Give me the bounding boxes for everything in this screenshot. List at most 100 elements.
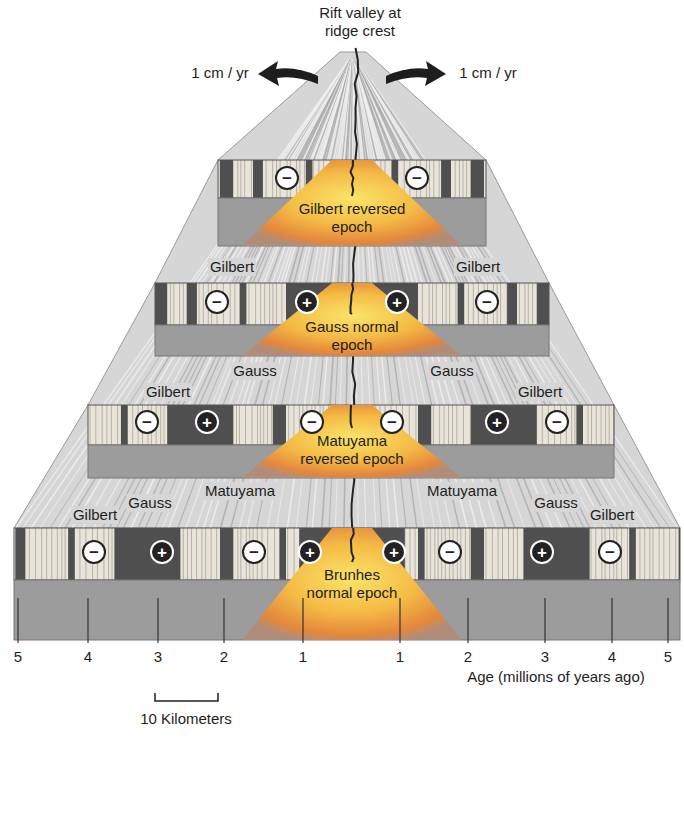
normal-polarity-band [220, 160, 233, 198]
polarity-sign: + [389, 544, 399, 561]
age-ticks [18, 598, 668, 643]
face-texture [237, 528, 238, 580]
normal-polarity-band [471, 160, 484, 198]
face-texture [410, 528, 411, 580]
face-texture [439, 405, 440, 445]
face-texture [95, 405, 96, 445]
face-texture [170, 283, 171, 325]
age-tick [544, 598, 545, 643]
face-texture [639, 528, 640, 580]
age-number: 5 [664, 648, 672, 666]
face-texture [473, 283, 474, 325]
epoch-name: Gauss [231, 362, 278, 380]
polarity-sign: + [302, 294, 312, 311]
face-texture [485, 528, 486, 580]
crust-block [218, 160, 486, 246]
face-texture [649, 528, 650, 580]
epoch-label: Matuyama reversed epoch [297, 432, 407, 468]
normal-polarity-band [114, 528, 180, 580]
face-texture [117, 405, 118, 445]
face-texture [517, 528, 518, 580]
normal-polarity-band [471, 405, 537, 445]
face-texture [502, 528, 503, 580]
face-texture [281, 283, 282, 325]
face-texture [240, 160, 241, 198]
normal-polarity-band [155, 283, 167, 325]
face-texture [574, 405, 575, 445]
polarity-sign: − [307, 414, 317, 431]
face-texture [267, 405, 268, 445]
face-texture [186, 283, 187, 325]
face-texture [524, 283, 525, 325]
face-texture [272, 283, 273, 325]
face-texture [248, 283, 249, 325]
epoch-name: Gilbert [516, 383, 564, 401]
polarity-circle: − [135, 410, 159, 434]
face-texture [65, 528, 66, 580]
face-texture [442, 283, 443, 325]
magma-glow [242, 283, 462, 356]
face-texture [498, 528, 499, 580]
face-texture [508, 528, 509, 580]
ridge-surface [14, 48, 680, 528]
face-texture [252, 405, 253, 445]
polarity-sign: + [537, 544, 547, 561]
face-texture [601, 405, 602, 445]
face-texture [179, 283, 180, 325]
face-texture [199, 283, 200, 325]
epoch-name: Gauss [428, 362, 475, 380]
face-texture [35, 528, 36, 580]
magma-glow [242, 160, 462, 246]
spreading-arrow [258, 61, 318, 86]
face-texture [205, 528, 206, 580]
face-texture [500, 283, 501, 325]
axis-title: Age (millions of years ago) [467, 668, 645, 686]
age-tick [87, 598, 88, 643]
face-texture [111, 405, 112, 445]
normal-polarity-band [471, 528, 484, 580]
normal-polarity-band [576, 405, 583, 445]
age-number: 4 [608, 648, 616, 666]
polarity-circle: + [530, 540, 554, 564]
face-texture [160, 405, 161, 445]
age-tick [302, 598, 303, 643]
normal-polarity-band [279, 528, 286, 580]
face-texture [429, 283, 430, 325]
face-texture [448, 405, 449, 445]
polarity-circle: + [385, 290, 409, 314]
polarity-circle: + [195, 410, 219, 434]
polarity-circle: − [545, 410, 569, 434]
face-texture [469, 528, 470, 580]
polarity-sign: + [392, 294, 402, 311]
scale-bracket [155, 693, 218, 701]
title-label: Rift valley at ridge crest [310, 4, 410, 40]
normal-polarity-band [507, 283, 517, 325]
face-texture [609, 405, 610, 445]
face-texture [542, 405, 543, 445]
face-texture [112, 528, 113, 580]
epoch-name: Gilbert [208, 258, 256, 276]
face-texture [266, 160, 267, 198]
face-texture [196, 528, 197, 580]
face-texture [183, 528, 184, 580]
polarity-sign: − [249, 544, 259, 561]
polarity-circle: − [205, 290, 229, 314]
normal-polarity-band [187, 283, 197, 325]
face-texture [591, 528, 592, 580]
face-texture [669, 528, 670, 580]
age-tick [17, 598, 18, 643]
face-texture [455, 160, 456, 198]
face-texture [294, 528, 295, 580]
epoch-name: Gilbert [454, 258, 502, 276]
face-texture [288, 405, 289, 445]
face-texture [260, 283, 261, 325]
face-texture [675, 528, 676, 580]
face-texture [257, 405, 258, 445]
rift-crack [351, 160, 354, 196]
polarity-sign: + [305, 544, 315, 561]
normal-polarity-band [537, 283, 549, 325]
face-texture [459, 160, 460, 198]
face-texture [260, 405, 261, 445]
age-tick [399, 598, 400, 643]
